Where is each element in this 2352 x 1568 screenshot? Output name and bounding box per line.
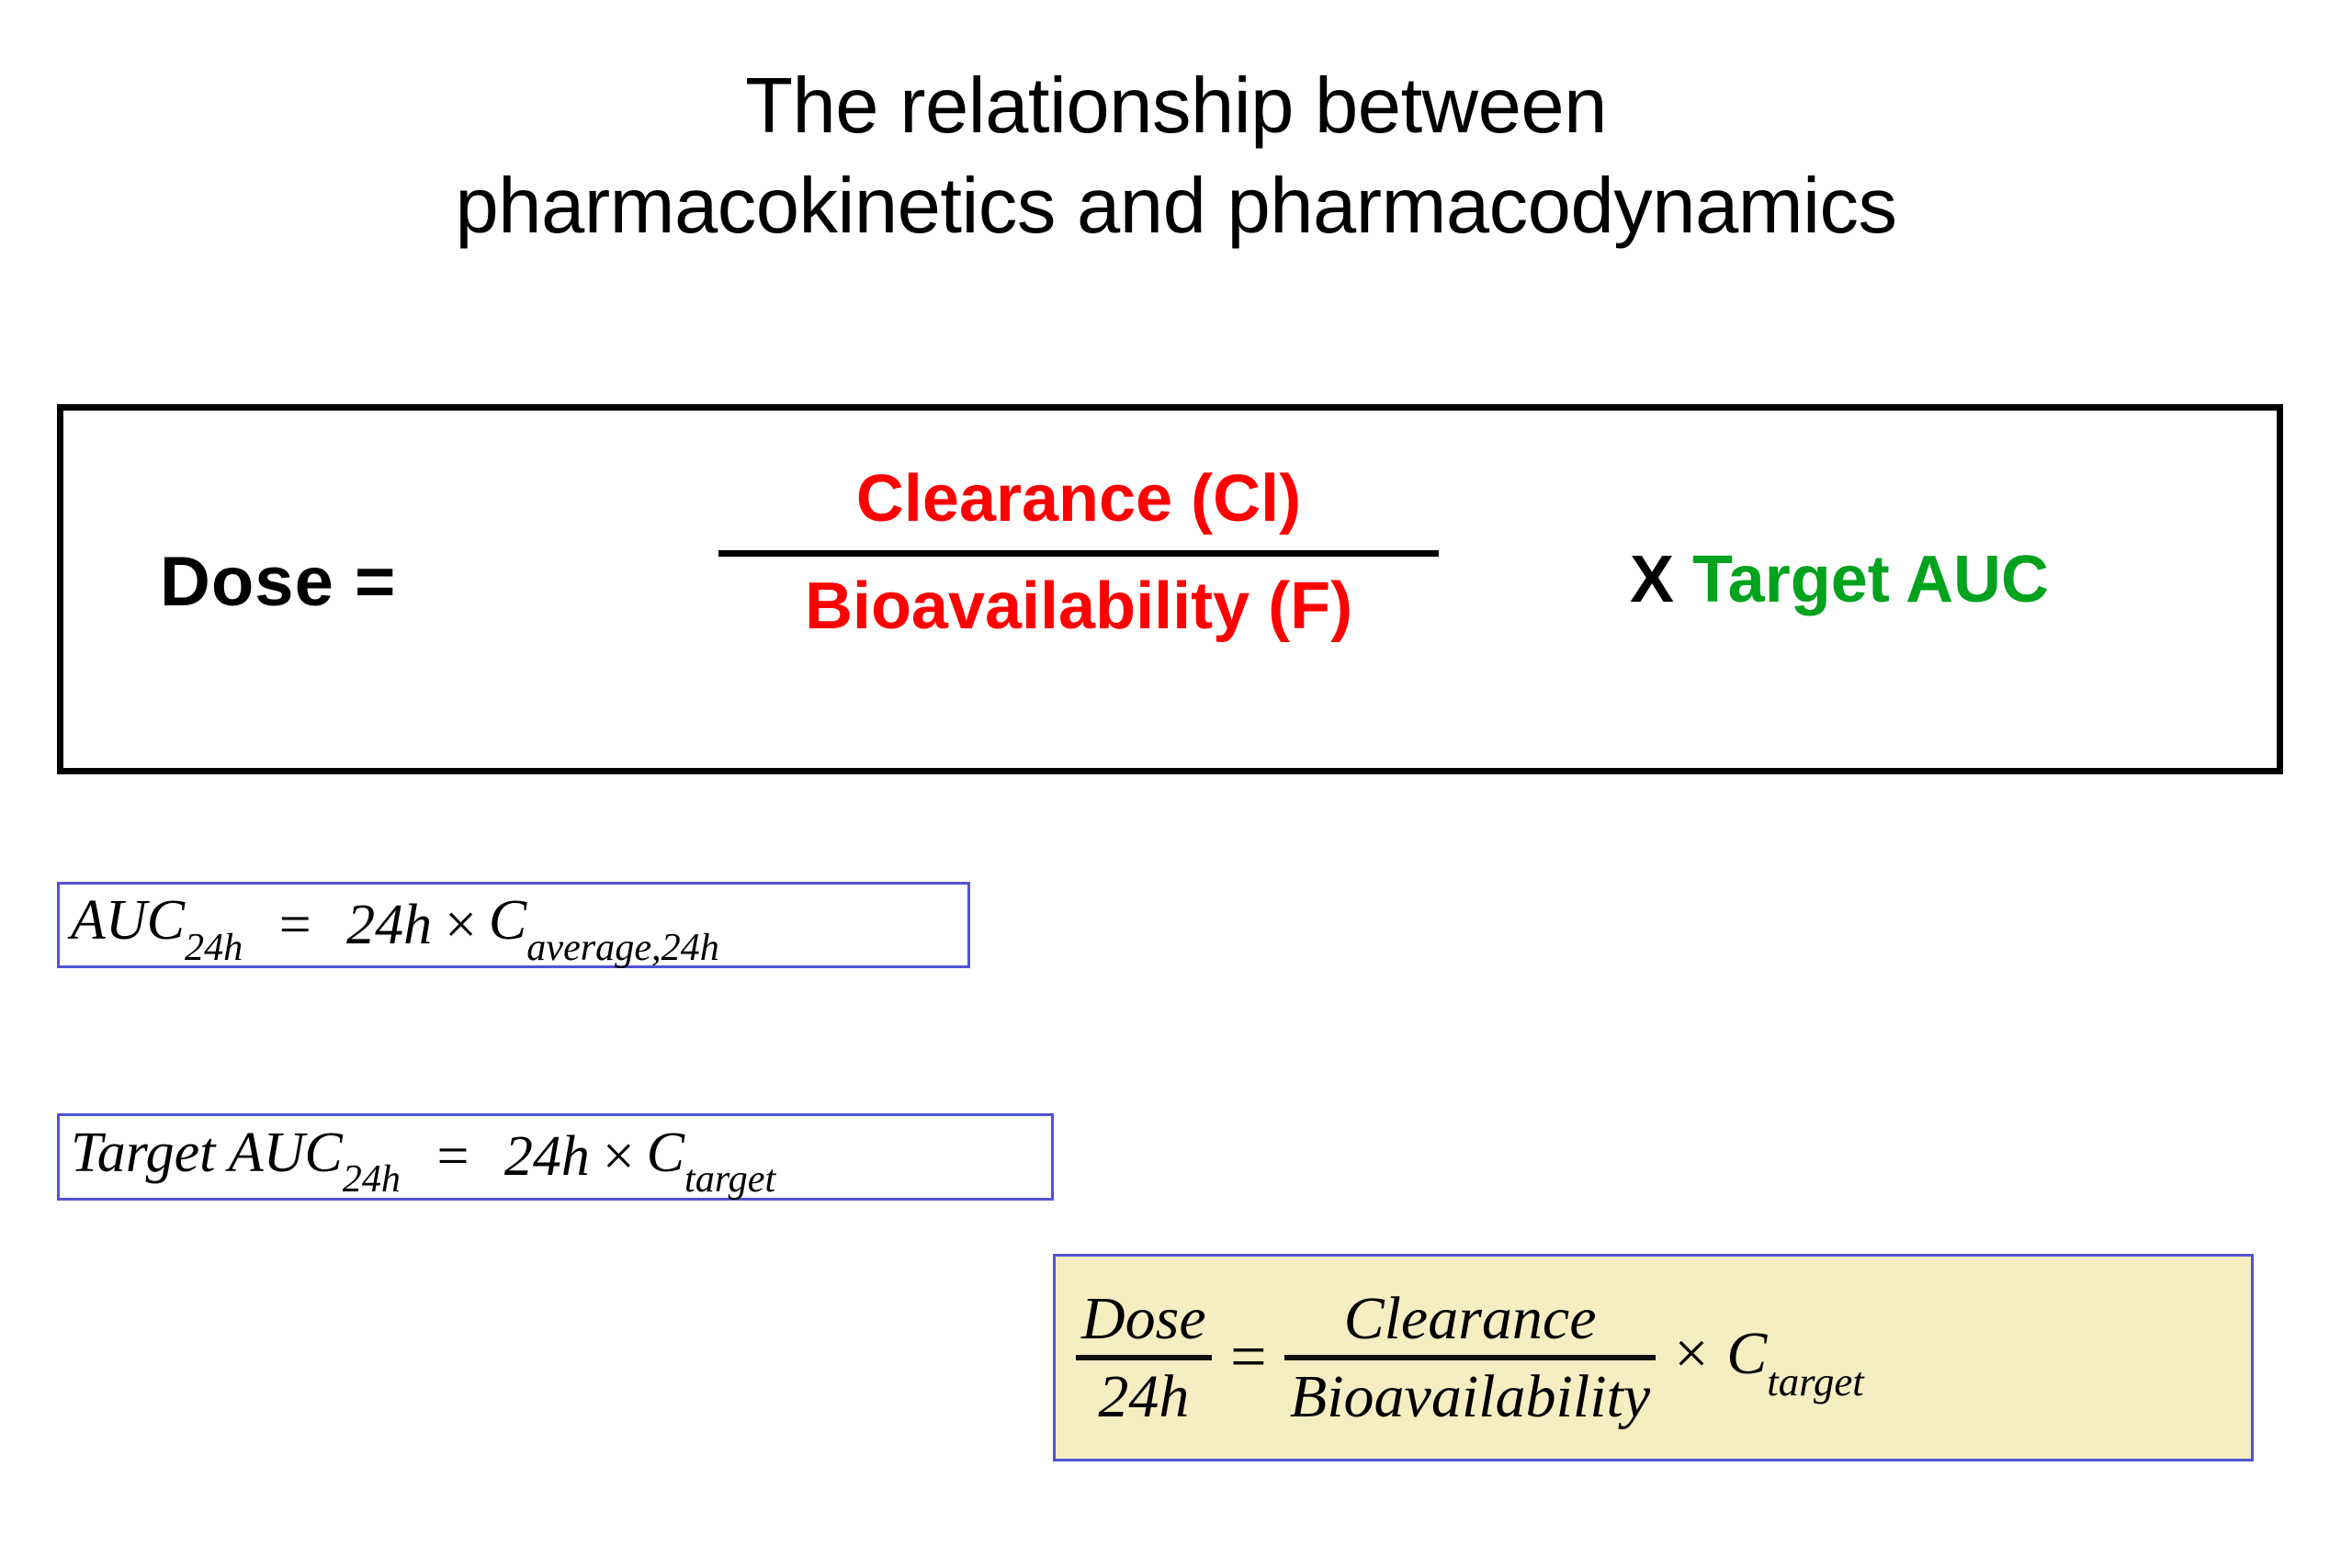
auc-24h-equation-box: AUC24h = 24h × Caverage,24h (57, 882, 970, 969)
final-equation-tail-base: C (1726, 1319, 1768, 1387)
target-auc-24h-spacer-2 (471, 1124, 504, 1190)
target-auc-24h-lhs-subscript: 24h (342, 1157, 401, 1201)
auc-24h-lhs: AUC24h (71, 888, 243, 969)
dose-equation-fraction-bar (718, 550, 1439, 557)
dose-equation-target-auc: Target AUC (1692, 543, 2050, 616)
dose-equation-denominator: Bioavailability (F) (804, 570, 1353, 643)
final-equation-dose-numerator: Dose (1081, 1284, 1206, 1352)
auc-24h-spacer-2 (314, 893, 347, 958)
auc-24h-spacer (243, 893, 276, 958)
page-title-line-2: pharmacokinetics and pharmacodynamics (455, 162, 1897, 250)
auc-24h-rhs-time: 24h (346, 893, 433, 956)
final-equation-dose-denominator: 24h (1098, 1363, 1190, 1430)
final-equation-box: Dose 24h = Clearance Bioavailability × C… (1053, 1254, 2254, 1461)
target-auc-24h-rhs-base: C (646, 1121, 685, 1184)
target-auc-24h-spacer (401, 1124, 434, 1190)
target-auc-24h-lhs-base: Target AUC (71, 1121, 343, 1184)
auc-24h-rhs-base: C (488, 889, 527, 953)
final-equation-clearance-fraction-bar (1283, 1355, 1657, 1360)
final-equation-clearance-fraction: Clearance Bioavailability (1283, 1284, 1657, 1430)
dose-equation-row: Dose = Clearance (Cl) Bioavailability (F… (63, 411, 2277, 768)
auc-24h-lhs-subscript: 24h (185, 925, 243, 969)
auc-24h-lhs-base: AUC (71, 889, 185, 953)
dose-equation-fraction: Clearance (Cl) Bioavailability (F) (707, 466, 1451, 639)
final-equation-dose-fraction: Dose 24h (1076, 1284, 1212, 1430)
auc-24h-equals: = (275, 893, 314, 956)
final-equation-content: Dose 24h = Clearance Bioavailability × C… (1056, 1257, 2251, 1459)
final-equation-tail-subscript: target (1767, 1358, 1864, 1404)
target-auc-24h-times: × (598, 1125, 638, 1188)
final-equation-clearance-numerator: Clearance (1343, 1284, 1597, 1352)
dose-equation-multiply-symbol: X (1630, 543, 1675, 616)
page-title: The relationship between pharmacokinetic… (0, 57, 2352, 257)
final-equation-clearance-denominator: Bioavailability (1289, 1363, 1651, 1430)
dose-equation-box: Dose = Clearance (Cl) Bioavailability (F… (57, 404, 2283, 774)
target-auc-24h-lhs: Target AUC24h (71, 1121, 401, 1201)
auc-24h-rhs-conc: Caverage,24h (488, 888, 719, 969)
page-title-line-1: The relationship between (745, 62, 1607, 150)
target-auc-24h-equation-box: Target AUC24h = 24h × Ctarget (57, 1113, 1054, 1201)
auc-24h-times: × (441, 893, 480, 956)
auc-24h-rhs-subscript: average,24h (526, 925, 719, 969)
final-equation-times: × (1670, 1319, 1712, 1387)
target-auc-24h-rhs-time: 24h (503, 1125, 590, 1188)
target-auc-24h-rhs-subscript: target (684, 1157, 776, 1201)
target-auc-24h-rhs-conc: Ctarget (646, 1121, 776, 1201)
target-auc-24h-equals: = (433, 1125, 472, 1188)
final-equation-equals: = (1226, 1322, 1270, 1393)
final-equation-dose-fraction-bar (1076, 1355, 1212, 1360)
dose-equation-lhs: Dose = (160, 543, 397, 621)
final-equation-tail: × Ctarget (1656, 1319, 1864, 1404)
dose-equation-numerator: Clearance (Cl) (855, 462, 1302, 536)
